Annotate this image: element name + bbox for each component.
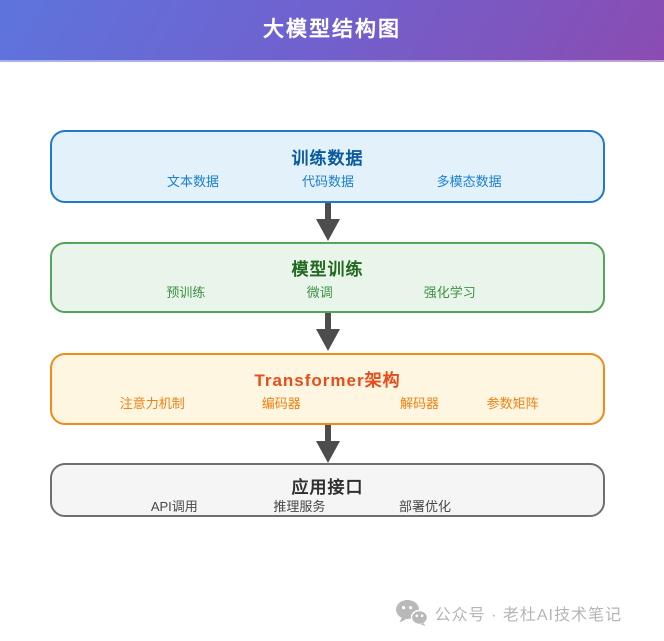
item-pretraining: 预训练 (166, 285, 206, 300)
page-title: 大模型结构图 (263, 18, 401, 41)
arrow-shaft (324, 313, 331, 329)
item-deployment-optimization: 部署优化 (399, 499, 452, 514)
item-finetuning: 微调 (306, 285, 333, 300)
box-model-training-title: 模型训练 (291, 260, 364, 279)
item-attention-mechanism: 注意力机制 (119, 396, 185, 411)
down-arrow-icon (315, 425, 340, 463)
item-api-call: API调用 (150, 499, 198, 514)
item-text-data: 文本数据 (167, 174, 220, 189)
header-banner: 大模型结构图 (0, 0, 664, 62)
wechat-logo-icon (395, 600, 428, 626)
item-code-data: 代码数据 (302, 174, 355, 189)
box-training-data-title: 训练数据 (291, 149, 364, 168)
watermark-text: 公众号 · 老杜AI技术笔记 (434, 606, 622, 624)
box-application-interface-title: 应用接口 (291, 478, 364, 497)
arrow-head (315, 219, 340, 241)
watermark: 公众号 · 老杜AI技术笔记 (395, 599, 622, 626)
box-training-data: 训练数据 文本数据 代码数据 多模态数据 (50, 130, 605, 203)
item-decoder: 解码器 (400, 396, 440, 411)
box-model-training: 模型训练 预训练 微调 强化学习 (50, 242, 605, 313)
item-reinforcement-learning: 强化学习 (423, 285, 476, 300)
item-parameter-matrix: 参数矩阵 (486, 396, 539, 411)
box-transformer-architecture-title: Transformer架构 (254, 371, 401, 390)
item-inference-service: 推理服务 (273, 499, 326, 514)
arrow-shaft (324, 425, 331, 441)
down-arrow-icon (315, 203, 340, 241)
arrow-head (315, 329, 340, 351)
down-arrow-icon (315, 313, 340, 351)
item-encoder: 编码器 (261, 396, 301, 411)
box-transformer-architecture: Transformer架构 注意力机制 编码器 解码器 参数矩阵 (50, 353, 605, 425)
arrow-shaft (324, 203, 331, 219)
arrow-head (315, 441, 340, 463)
box-application-interface: 应用接口 API调用 推理服务 部署优化 (50, 463, 605, 517)
item-multimodal-data: 多模态数据 (436, 174, 502, 189)
